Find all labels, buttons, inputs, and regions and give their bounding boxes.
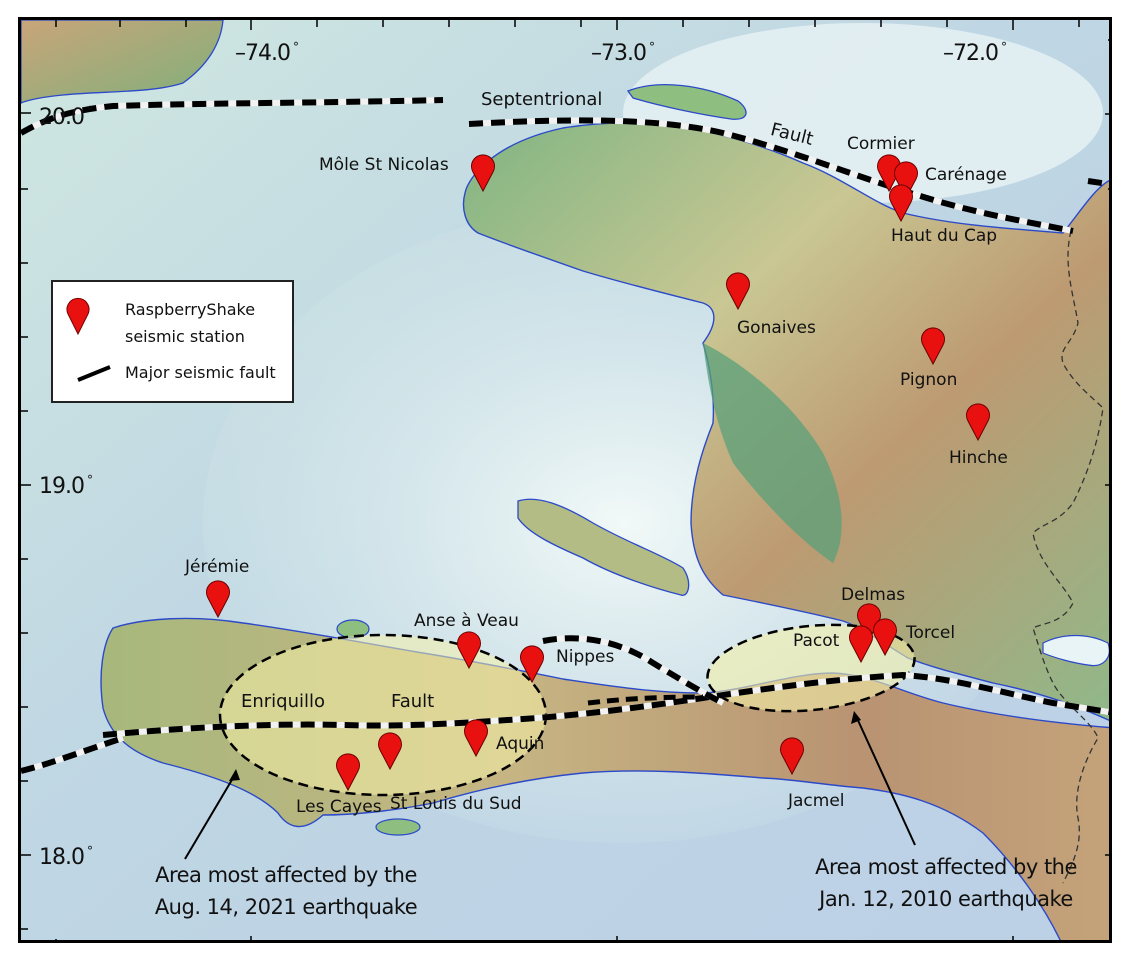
station-label: Gonaives: [737, 318, 816, 338]
station-pin-icon: [471, 154, 495, 193]
lake-azuei: [1042, 634, 1109, 667]
ile-a-vache: [375, 818, 421, 836]
legend-fault-label: Major seismic fault: [125, 363, 276, 382]
cuba-landmass: [21, 20, 224, 104]
station-label: Môle St Nicolas: [319, 155, 449, 175]
callout-arrow-2010: [851, 711, 916, 846]
station-pin-icon: [206, 580, 230, 619]
artibonite-plain: [703, 343, 842, 563]
gonave-island: [517, 498, 690, 596]
callout-2010-line2: Jan. 12, 2010 earthquake: [819, 887, 1073, 911]
fault-label: Fault: [391, 691, 435, 712]
station-label: Nippes: [556, 647, 615, 667]
cayemites-island: [336, 619, 370, 639]
station-label: Hinche: [949, 448, 1008, 468]
station-label: Haut du Cap: [891, 226, 998, 246]
callout-2021: Area most affected by the Aug. 14, 2021 …: [106, 859, 466, 923]
station-pin-icon: [336, 753, 360, 792]
station-pin-icon: [921, 327, 945, 366]
degree-symbol: °: [1000, 40, 1007, 54]
septentrional-fault: [21, 97, 1109, 234]
tortuga-island: [626, 84, 747, 120]
degree-symbol: °: [86, 104, 93, 118]
station-label: Pignon: [900, 370, 958, 390]
map-frame: –74.0° –73.0° –72.0° 20.0° 19.0° 18.0° Septe…: [18, 17, 1112, 943]
latitude-label: 18.0°: [39, 844, 93, 870]
relief-map: [21, 20, 1109, 940]
station-label: Aquin: [496, 734, 545, 754]
station-pin-icon: [66, 297, 90, 336]
axis-ticks: [21, 20, 1109, 940]
longitude-label: –72.0°: [943, 40, 1007, 66]
station-pin-icon: [726, 272, 750, 311]
station-label: Cormier: [847, 134, 915, 154]
latitude-label: 19.0°: [39, 473, 93, 499]
callout-2021-line2: Aug. 14, 2021 earthquake: [154, 895, 418, 919]
station-pin-icon: [457, 631, 481, 670]
station-pin-icon: [894, 161, 918, 200]
station-label: Delmas: [841, 585, 906, 605]
station-label: Torcel: [906, 623, 956, 643]
legend-station-line2: seismic station: [125, 327, 245, 346]
callout-2010-line1: Area most affected by the: [815, 855, 1077, 879]
station-pin-icon: [873, 618, 897, 657]
fault-label: Septentrional: [481, 89, 603, 110]
station-label: Jérémie: [185, 557, 250, 577]
station-pin-icon: [849, 625, 873, 664]
fault-line-icon: [77, 365, 111, 382]
legend: RaspberryShake seismic station Major sei…: [51, 280, 294, 403]
longitude-label: –74.0°: [235, 40, 299, 66]
latitude-label: 20.0°: [39, 104, 93, 130]
station-pin-icon: [889, 184, 913, 223]
affected-area-2021: [218, 633, 548, 797]
degree-symbol: °: [292, 40, 299, 54]
station-label: Jacmel: [788, 791, 845, 811]
station-pin-icon: [520, 645, 544, 684]
degree-symbol: °: [86, 844, 93, 858]
degree-symbol: °: [648, 40, 655, 54]
station-label: Pacot: [793, 631, 840, 651]
station-pins: [206, 154, 990, 792]
station-label: Les Cayes: [296, 797, 382, 817]
callout-2021-line1: Area most affected by the: [155, 863, 417, 887]
degree-symbol: °: [86, 473, 93, 487]
station-pin-icon: [464, 719, 488, 758]
national-border: [1032, 230, 1104, 884]
enriquillo-fault: [21, 635, 1109, 774]
fault-label: Enriquillo: [241, 691, 326, 712]
station-label: Anse à Veau: [414, 611, 519, 631]
callout-2010: Area most affected by the Jan. 12, 2010 …: [766, 851, 1109, 915]
station-pin-icon: [378, 732, 402, 771]
callout-arrow-2021: [184, 769, 240, 860]
station-pin-icon: [780, 737, 804, 776]
station-label: St Louis du Sud: [390, 794, 522, 814]
station-label: Carénage: [925, 165, 1007, 185]
longitude-label: –73.0°: [591, 40, 655, 66]
station-pin-icon: [857, 603, 881, 642]
legend-station-line1: RaspberryShake: [125, 300, 256, 319]
station-pin-icon: [966, 403, 990, 442]
